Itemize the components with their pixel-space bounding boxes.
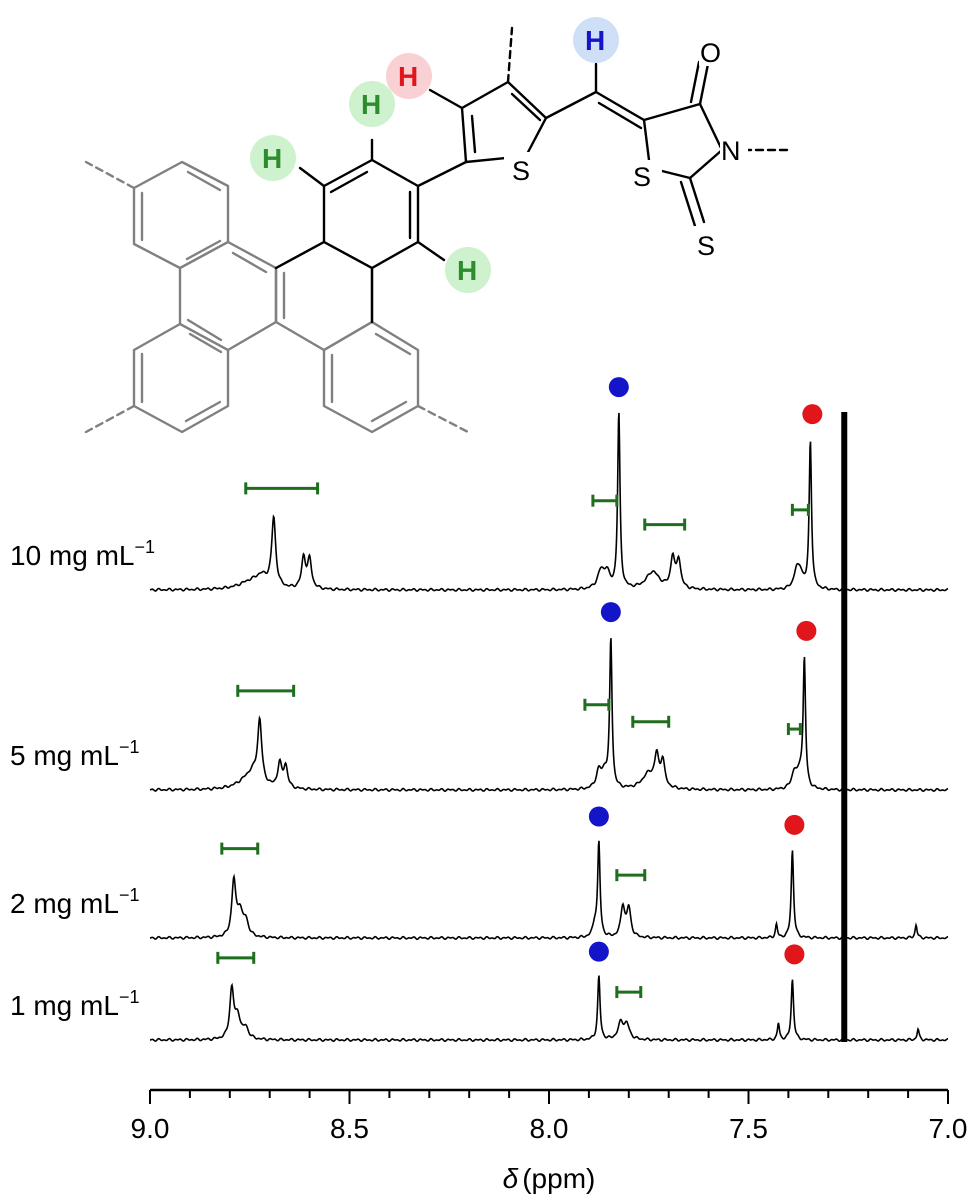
atom-nitrogen: N bbox=[721, 136, 741, 166]
concentration-label: 5 mg mL−1 bbox=[10, 737, 139, 771]
x-axis-unit: (ppm) bbox=[522, 1163, 595, 1194]
vinyl-h-marker bbox=[588, 806, 609, 827]
aromatic-h-range-bracket bbox=[631, 715, 671, 728]
aromatic-h-highlight bbox=[349, 81, 395, 127]
spectrum-trace-10-mg-ml bbox=[149, 412, 949, 593]
aromatic-h-range-bracket bbox=[216, 951, 256, 964]
aromatic-h-label: H bbox=[262, 143, 282, 174]
thiophene-h-label: H bbox=[398, 61, 418, 92]
atom-sulfur-thiophene: S bbox=[512, 156, 530, 186]
vinyl-h-marker bbox=[588, 941, 609, 962]
molecular-structure: S S N O S H H H H H bbox=[84, 17, 792, 434]
spectrum-trace-5-mg-ml bbox=[149, 638, 949, 793]
spectrum-trace-2-mg-ml bbox=[150, 840, 949, 941]
x-axis-symbol: δ bbox=[503, 1163, 519, 1194]
aromatic-h-range-bracket bbox=[244, 482, 320, 495]
spectrum-trace-1-mg-ml bbox=[150, 975, 948, 1043]
atom-sulfur-ring: S bbox=[633, 162, 651, 192]
atom-sulfur-thione: S bbox=[697, 231, 715, 261]
x-tick-label: 8.5 bbox=[330, 1113, 369, 1144]
thiophene-h-marker bbox=[784, 814, 805, 835]
x-tick-label: 7.0 bbox=[929, 1113, 968, 1144]
aromatic-h-range-bracket bbox=[643, 518, 687, 531]
vinyl-h-label: H bbox=[585, 25, 605, 56]
x-tick-label: 9.0 bbox=[131, 1113, 170, 1144]
concentration-label: 2 mg mL−1 bbox=[10, 885, 139, 919]
atom-oxygen: O bbox=[700, 38, 721, 68]
thiophene-h-marker bbox=[784, 944, 805, 965]
aromatic-h-range-bracket bbox=[615, 986, 643, 999]
vinyl-h-marker bbox=[600, 602, 621, 623]
aromatic-h-range-bracket bbox=[583, 698, 611, 711]
aromatic-h-range-bracket bbox=[591, 494, 619, 507]
thiophene-h-marker bbox=[802, 404, 823, 425]
x-tick-label: 7.5 bbox=[729, 1113, 768, 1144]
aromatic-h-range-bracket bbox=[786, 723, 802, 736]
x-tick-label: 8.0 bbox=[530, 1113, 569, 1144]
concentration-label: 1 mg mL−1 bbox=[10, 987, 139, 1021]
aromatic-h-label: H bbox=[361, 89, 381, 120]
concentration-label: 10 mg mL−1 bbox=[10, 537, 155, 571]
x-axis-title: δ(ppm) bbox=[503, 1163, 596, 1194]
aromatic-h-range-bracket bbox=[236, 684, 296, 697]
thiophene-h-marker bbox=[796, 620, 817, 641]
aromatic-h-highlight bbox=[250, 135, 296, 181]
aromatic-h-highlight bbox=[445, 247, 491, 293]
aromatic-h-range-bracket bbox=[790, 503, 810, 516]
aromatic-h-label: H bbox=[457, 255, 477, 286]
thiophene-h-highlight bbox=[386, 53, 432, 99]
solvent-peak bbox=[841, 412, 848, 1042]
vinyl-h-marker bbox=[608, 377, 629, 398]
aromatic-h-range-bracket bbox=[220, 842, 260, 855]
vinyl-h-highlight bbox=[573, 17, 619, 63]
aromatic-h-range-bracket bbox=[615, 869, 647, 882]
